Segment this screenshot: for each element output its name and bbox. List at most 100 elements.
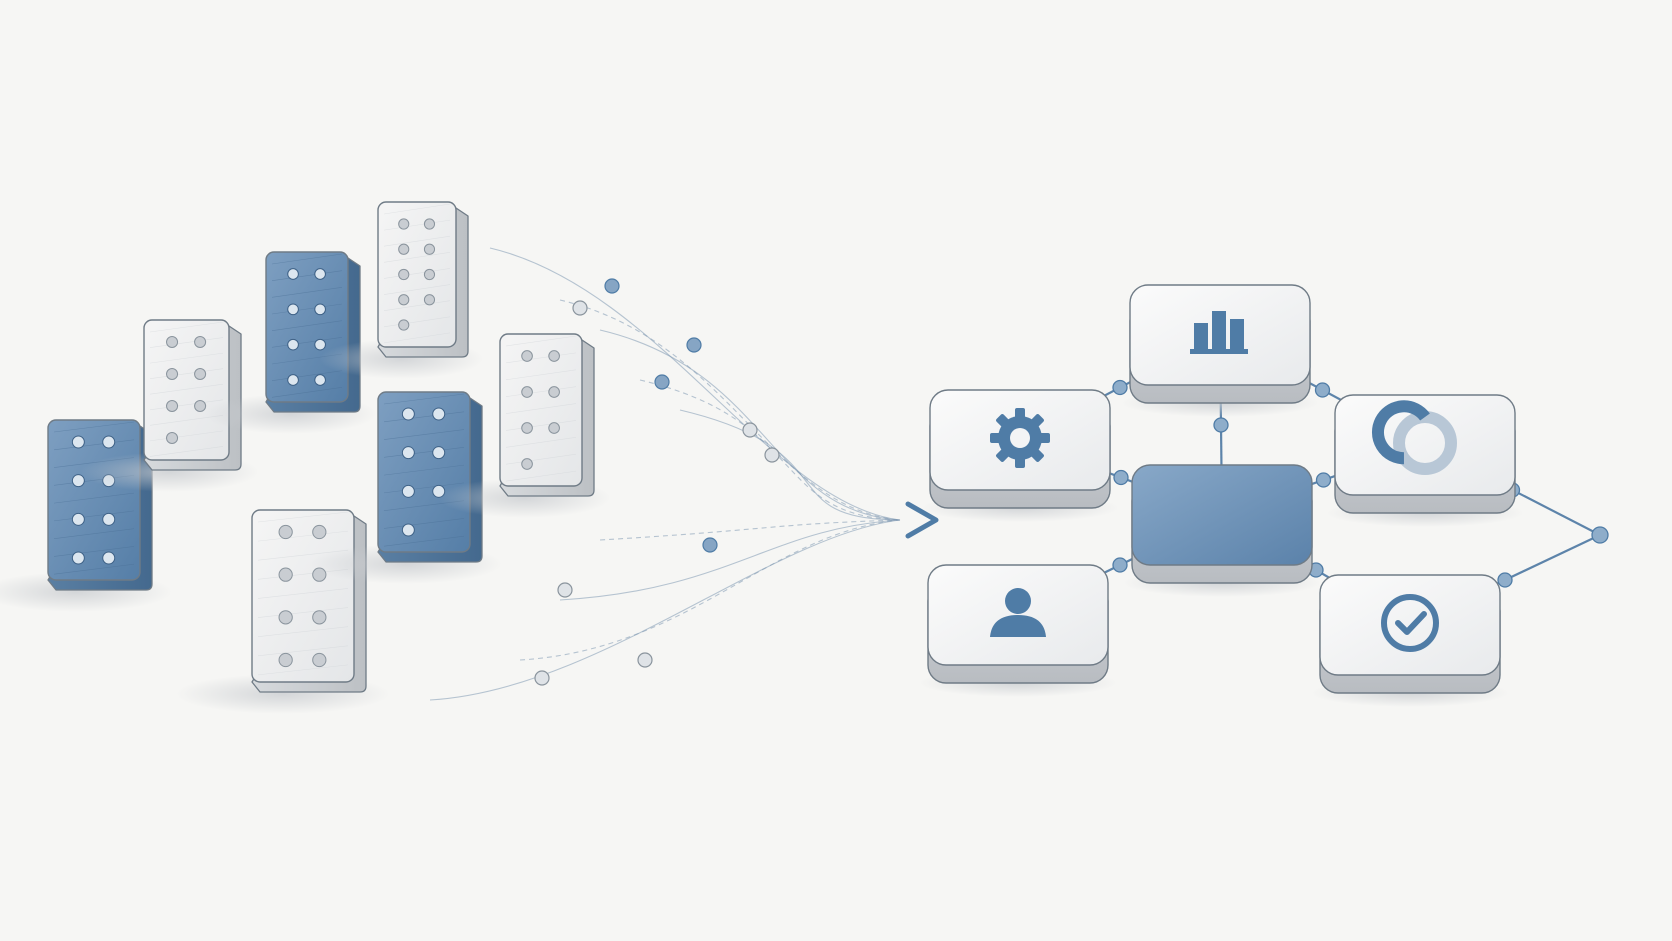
- domino-face: [377, 391, 471, 553]
- domino-pip: [278, 610, 293, 625]
- domino-pip: [423, 218, 436, 230]
- network-node-right: [1326, 394, 1524, 527]
- domino-pip: [314, 374, 326, 386]
- domino-texture: [505, 403, 577, 414]
- flow-bead: [534, 670, 550, 686]
- domino-pip: [166, 431, 179, 445]
- domino-pip: [398, 319, 410, 331]
- domino-pip: [166, 367, 179, 381]
- user-icon: [990, 588, 1046, 637]
- domino-pip: [521, 422, 533, 434]
- domino-pip: [312, 524, 327, 540]
- domino-face: [47, 419, 141, 581]
- domino-texture: [505, 470, 577, 482]
- flow-bead: [686, 337, 702, 353]
- data-flow-lines: [429, 247, 939, 701]
- flow-line: [429, 519, 901, 701]
- domino-pip: [71, 435, 85, 449]
- network-node-center: [1123, 464, 1321, 597]
- domino-pip: [314, 268, 326, 280]
- domino-texture: [383, 284, 451, 295]
- domino-texture: [53, 510, 135, 522]
- domino-texture: [383, 429, 465, 440]
- domino-texture: [271, 287, 343, 298]
- domino-pip: [401, 407, 415, 421]
- flow-line: [599, 329, 901, 521]
- domino-face: [251, 509, 355, 683]
- domino-pip: [548, 350, 560, 362]
- domino-pip: [423, 294, 436, 306]
- domino-pip: [287, 374, 299, 386]
- domino-texture: [383, 482, 465, 494]
- flow-bead: [654, 374, 670, 390]
- arrow-right-icon: [905, 501, 939, 539]
- domino-texture: [257, 664, 349, 676]
- domino-pip: [287, 268, 299, 280]
- domino-pip: [398, 243, 410, 255]
- domino-texture: [149, 399, 224, 411]
- check-badge-icon: [1381, 594, 1439, 652]
- flow-line: [559, 299, 901, 521]
- domino-pip: [102, 435, 116, 449]
- domino-texture: [383, 235, 451, 247]
- domino-texture: [271, 387, 343, 398]
- flow-bead: [702, 537, 718, 553]
- domino-texture: [271, 270, 343, 281]
- domino-texture: [383, 332, 451, 344]
- domino-texture: [271, 337, 343, 348]
- domino-pip: [401, 446, 415, 460]
- network-diagram: [919, 284, 1609, 707]
- domino-pip: [278, 567, 293, 582]
- domino-pip: [548, 422, 560, 434]
- domino-front-center: [175, 509, 390, 714]
- domino-pip: [398, 218, 410, 230]
- domino-pip: [166, 335, 179, 349]
- domino-texture: [505, 453, 577, 465]
- domino-texture: [149, 368, 224, 379]
- domino-pip: [194, 335, 207, 349]
- domino-texture: [505, 386, 577, 397]
- connector-node: [1112, 557, 1128, 573]
- domino-texture: [257, 530, 349, 542]
- connector-node: [1113, 469, 1129, 486]
- domino-pip: [102, 551, 116, 565]
- domino-pip: [521, 350, 533, 362]
- domino-texture: [53, 439, 135, 451]
- domino-pip: [312, 652, 327, 668]
- domino-texture: [257, 511, 349, 523]
- gear-icon: [990, 408, 1050, 468]
- flow-bead: [764, 447, 780, 463]
- flow-line: [679, 409, 901, 521]
- domino-pip: [312, 610, 327, 625]
- domino-pip: [432, 446, 446, 460]
- domino-pip: [278, 524, 293, 540]
- domino-texture: [505, 437, 577, 448]
- domino-pip: [287, 303, 299, 316]
- domino-pip: [432, 407, 446, 421]
- domino-pip: [521, 386, 533, 398]
- domino-pip: [278, 652, 293, 668]
- domino-texture: [383, 316, 451, 328]
- donut-chart-icon: [1372, 400, 1457, 475]
- domino-pip: [102, 512, 116, 526]
- bar-chart-icon: [1190, 311, 1248, 354]
- domino-texture: [257, 607, 349, 618]
- domino-texture: [53, 546, 135, 557]
- domino-texture: [257, 626, 349, 637]
- flow-bead: [637, 652, 653, 668]
- domino-texture: [149, 352, 224, 364]
- flow-line: [489, 247, 901, 521]
- domino-pip: [423, 268, 436, 281]
- domino-texture: [505, 335, 577, 347]
- domino-pip: [401, 484, 415, 498]
- domino-texture: [505, 352, 577, 364]
- domino-texture: [149, 337, 224, 348]
- domino-texture: [149, 430, 224, 442]
- flow-bead: [742, 422, 758, 438]
- domino-texture: [149, 321, 224, 333]
- domino-pip: [314, 338, 326, 351]
- domino-texture: [383, 518, 465, 529]
- domino-texture: [505, 420, 577, 431]
- domino-pip: [521, 458, 533, 470]
